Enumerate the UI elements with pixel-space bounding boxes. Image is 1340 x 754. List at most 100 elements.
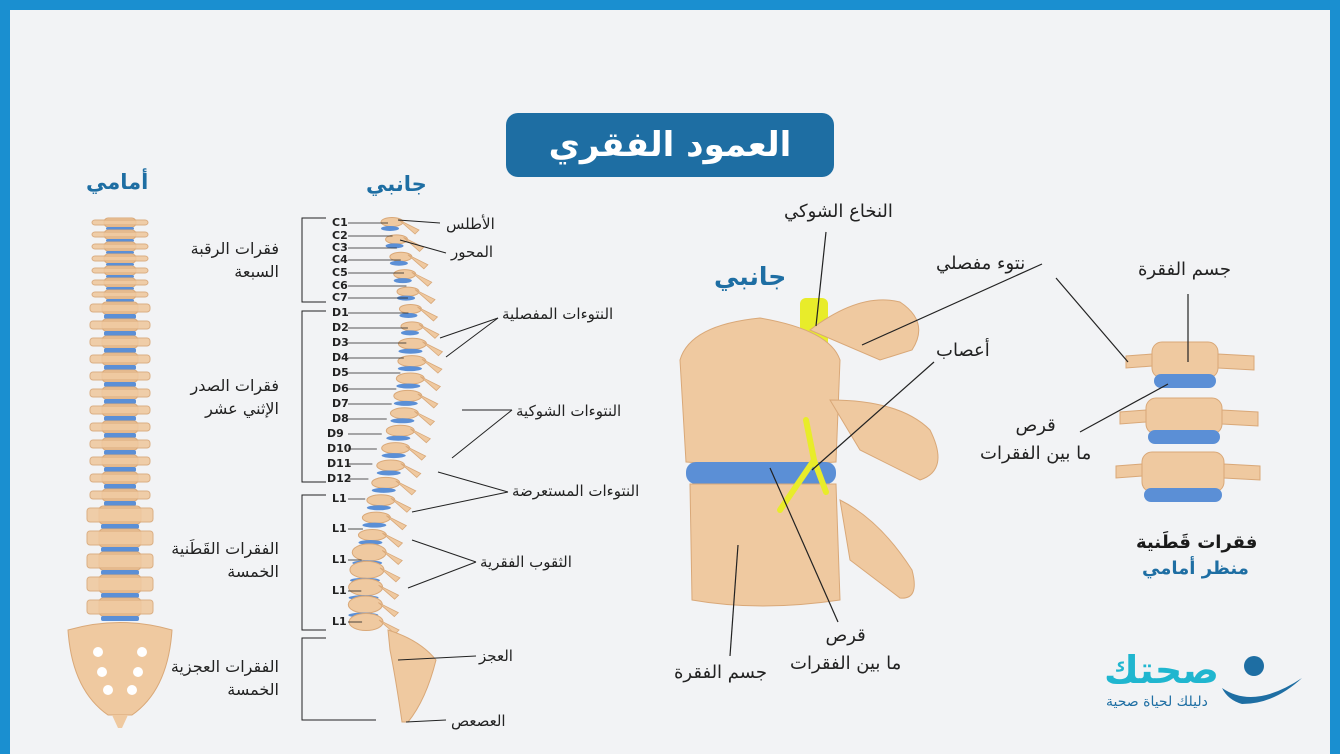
vertebra-label: D8 [332, 412, 349, 425]
region-bracket [301, 217, 326, 303]
side-leader-line [397, 219, 441, 224]
vertebra-label: D7 [332, 397, 349, 410]
side-vertebra [393, 269, 417, 280]
side-vertebra [396, 286, 420, 297]
side-spinous-process [420, 376, 442, 392]
side-vertebra [393, 389, 423, 402]
front-transverse-process [89, 473, 151, 483]
front-transverse-process [89, 371, 151, 381]
lumbar-body [1151, 341, 1219, 379]
side-leader-line [397, 655, 477, 661]
vertebra-label: C2 [332, 229, 348, 242]
front-disc [101, 593, 139, 598]
side-disc [399, 312, 418, 318]
front-disc [101, 570, 139, 575]
side-vertebra [389, 407, 419, 420]
front-disc [106, 287, 134, 290]
side-spinous-process [378, 584, 400, 600]
nerves-label: أعصاب [936, 340, 990, 361]
region-bracket [301, 310, 326, 483]
vertebra-label: C3 [332, 241, 348, 254]
lumbar-transverse-left [1119, 409, 1147, 425]
vertebra-label: L1 [332, 584, 347, 597]
side-spinous-process [407, 254, 429, 270]
front-disc [104, 416, 136, 421]
side-vertebra [357, 529, 387, 542]
side-spinous-process [381, 550, 403, 565]
detail-leader-line [811, 361, 935, 471]
front-transverse-process [86, 576, 154, 592]
upper-vertebral-body [679, 317, 841, 466]
region-bracket [301, 494, 326, 631]
side-leader-line [407, 561, 477, 589]
sacral-foramen [127, 685, 137, 695]
sacrum-label: العجز [479, 647, 513, 665]
side-spinous-process [410, 428, 431, 444]
vertebra-label: C7 [332, 291, 348, 304]
side-disc [371, 487, 396, 493]
side-vertebra [380, 217, 404, 227]
logo-swoosh-icon [1222, 678, 1302, 704]
lumbar-transverse-right [1221, 409, 1259, 427]
side-spinous-process [403, 237, 425, 252]
front-transverse-process [89, 303, 151, 313]
logo-head-icon [1244, 656, 1264, 676]
detail-leader-line [815, 231, 827, 327]
lumbar-body [1141, 451, 1225, 493]
logo-tagline: دليلك لحياة صحية [1106, 694, 1208, 710]
vertebra-label: C1 [332, 216, 348, 229]
vertebra-label: C5 [332, 266, 348, 279]
side-spinous-process [414, 410, 436, 426]
side-spinous-process [398, 219, 420, 235]
side-leader-line [439, 317, 499, 339]
lumbar-transverse-left [1125, 353, 1153, 369]
front-disc [104, 348, 136, 353]
vertebra-label: L1 [332, 615, 347, 628]
front-transverse-process [89, 354, 151, 364]
side-disc [393, 278, 412, 284]
front-disc [104, 314, 136, 319]
detail-leader-line [729, 544, 739, 657]
lumbar-transverse-left [1115, 463, 1143, 479]
front-disc [104, 365, 136, 370]
region-bracket [301, 637, 326, 721]
front-transverse-process [91, 279, 149, 286]
vertebra-label: C6 [332, 279, 348, 292]
articular-process [809, 299, 920, 361]
side-disc [389, 260, 408, 266]
sacral-foramen [93, 647, 103, 657]
front-transverse-process [89, 456, 151, 466]
side-spinous-process [422, 341, 444, 357]
side-spinous-process [405, 445, 427, 461]
lower-spinous-process [839, 499, 915, 599]
side-disc [397, 366, 422, 372]
vertebra-label: D10 [327, 442, 352, 455]
vertebra-label: D2 [332, 321, 349, 334]
lumbar-transverse-right [1223, 463, 1261, 481]
lower-vertebral-body [689, 483, 841, 607]
front-disc [101, 616, 139, 621]
side-spinous-process [400, 463, 422, 479]
logo-name: صحتك [1104, 648, 1220, 692]
side-leader-line [405, 719, 447, 723]
front-disc [104, 467, 136, 472]
spinal-cord-label: النخاع الشوكي [784, 201, 893, 222]
side-spinous-process [417, 393, 439, 409]
vertebra-label: D11 [327, 457, 352, 470]
side-disc [366, 505, 391, 511]
detail-leader-line [861, 263, 1043, 346]
side-vertebra [400, 321, 424, 332]
side-spinous-process [390, 497, 412, 513]
vertebra-label: C4 [332, 253, 348, 266]
side-vertebra [349, 560, 385, 579]
sacral-foramen [97, 667, 107, 677]
detail-body-label: جسم الفقرة [674, 662, 767, 683]
front-disc [104, 331, 136, 336]
front-disc [106, 299, 134, 302]
site-logo[interactable]: صحتك دليلك لحياة صحية [1104, 648, 1309, 718]
side-vertebra [381, 442, 411, 455]
spinous-processes-label: النتوءات الشوكية [516, 402, 622, 420]
side-disc [381, 453, 406, 459]
